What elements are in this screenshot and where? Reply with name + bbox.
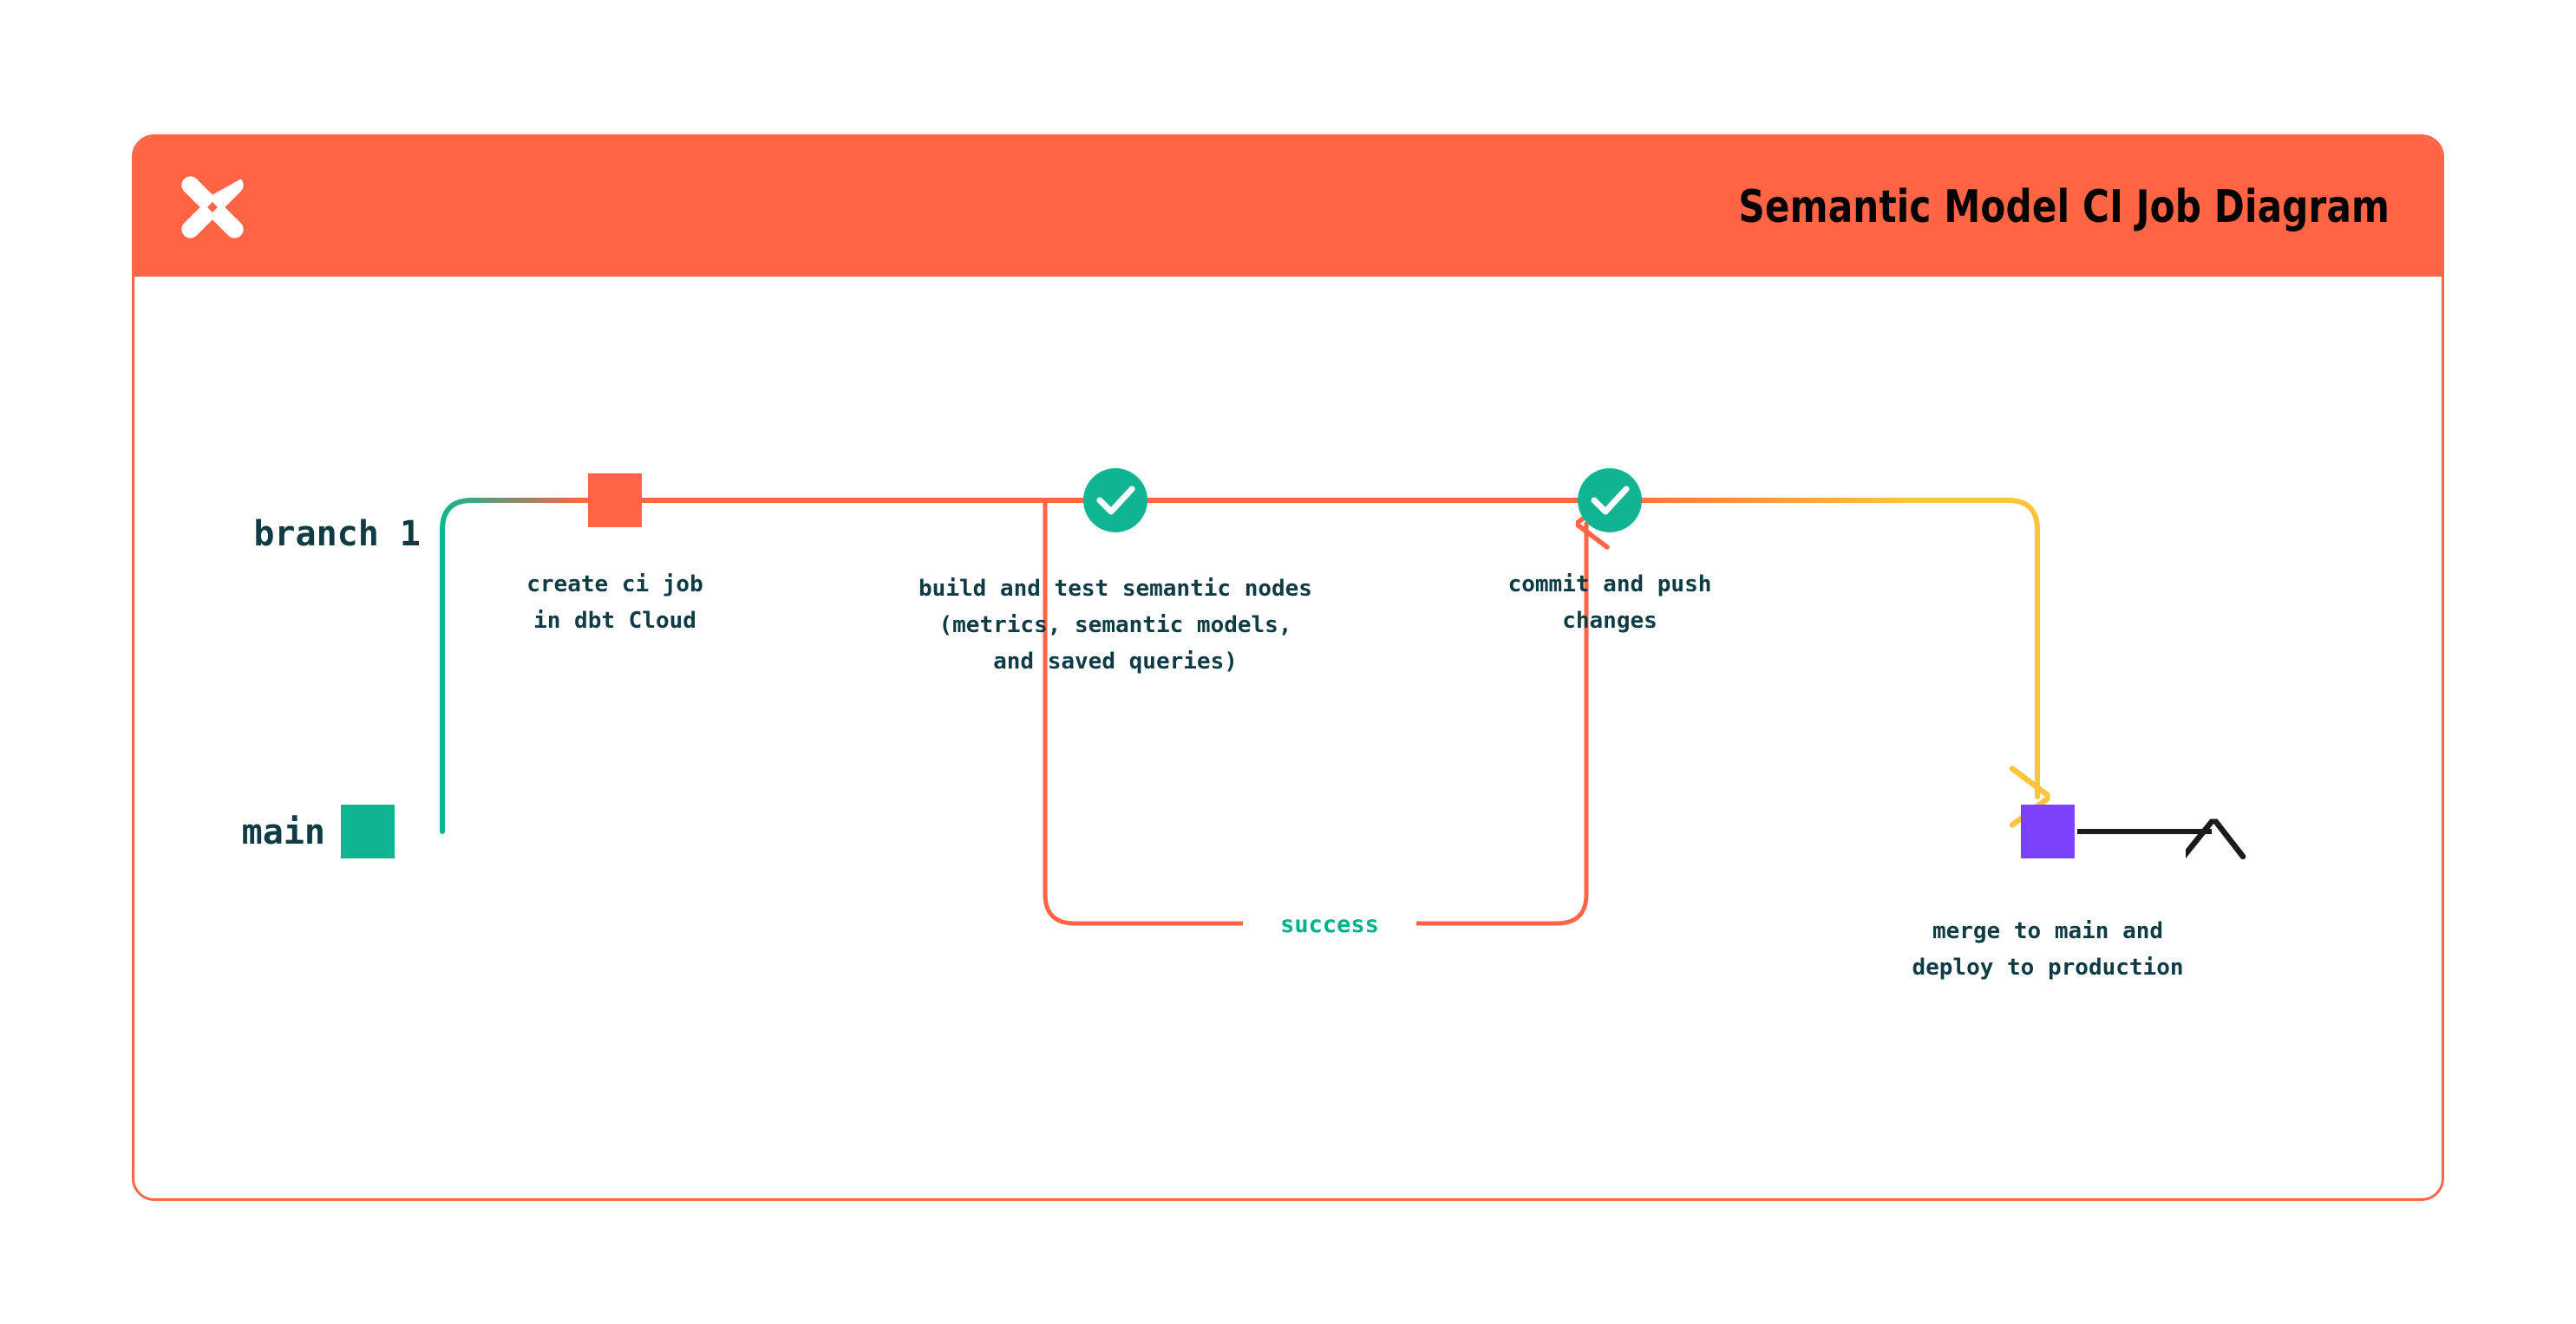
ci-job-diagram: success branch 1 main create ci job in d… bbox=[242, 468, 2444, 981]
node-build-and-test-label-line-1: build and test semantic nodes bbox=[919, 576, 1312, 602]
node-build-and-test-label-line-2: (metrics, semantic models, bbox=[939, 612, 1292, 638]
branch-1-line bbox=[440, 498, 2037, 834]
node-create-ci-job-label-line-2: in dbt Cloud bbox=[533, 608, 696, 634]
check-icon bbox=[1096, 486, 1135, 515]
node-commit-and-push[interactable] bbox=[1578, 468, 1642, 532]
check-icon bbox=[1591, 486, 1630, 515]
node-commit-and-push-label-line-1: commit and push bbox=[1508, 571, 1712, 597]
node-main-start[interactable] bbox=[341, 805, 395, 858]
node-build-and-test-label-line-3: and saved queries) bbox=[993, 649, 1238, 675]
dbt-x-logo-icon bbox=[173, 167, 252, 247]
card-body: success branch 1 main create ci job in d… bbox=[134, 277, 2442, 1198]
lane-label-main: main bbox=[242, 812, 325, 852]
success-loop-label: success bbox=[1280, 911, 1379, 938]
card-header: Semantic Model CI Job Diagram bbox=[134, 137, 2442, 277]
lane-label-branch-1: branch 1 bbox=[253, 514, 421, 554]
node-merge-to-main-label-line-1: merge to main and bbox=[1932, 918, 2163, 944]
node-merge-to-main[interactable] bbox=[2021, 805, 2075, 858]
diagram-card: Semantic Model CI Job Diagram bbox=[132, 134, 2444, 1201]
success-label-mask bbox=[1243, 903, 1416, 944]
page-title: Semantic Model CI Job Diagram bbox=[1738, 180, 2390, 233]
node-create-ci-job-label-line-1: create ci job bbox=[526, 571, 703, 597]
node-merge-to-main-label-line-2: deploy to production bbox=[1912, 955, 2183, 981]
node-create-ci-job[interactable] bbox=[588, 473, 642, 527]
node-build-and-test[interactable] bbox=[1083, 468, 1147, 532]
success-loop-path bbox=[1043, 500, 1586, 926]
node-commit-and-push-label-line-2: changes bbox=[1562, 608, 1657, 634]
